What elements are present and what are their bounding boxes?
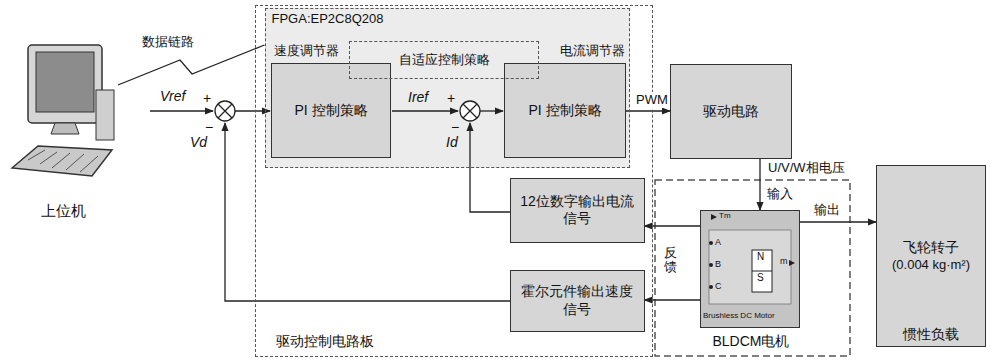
pin-name: Tm (719, 211, 731, 221)
node-text: FPGA:EP2C8Q208 (272, 11, 384, 27)
node-text: 驱动控制电路板 (276, 333, 374, 351)
node-text: BLDCM电机 (691, 333, 811, 351)
drawing-part (752, 271, 772, 272)
node-text: 驱动电路 (703, 103, 759, 121)
drawing-part (12, 146, 112, 176)
current-pi-box: 电流调节器PI 控制策略 (504, 63, 626, 158)
computer-icon (12, 45, 114, 176)
node-text: 飞轮转子 (903, 239, 959, 257)
sign-mark: + (203, 90, 211, 107)
drawing-part (463, 104, 477, 118)
drawing-part (709, 263, 713, 267)
drawing-part (460, 101, 480, 121)
drawing-part (789, 260, 795, 266)
drawing-part (150, 110, 213, 111)
node-text: 电流调节器 (560, 43, 625, 59)
drawing-part (709, 230, 791, 304)
phase-voltage-arrow (759, 159, 760, 210)
node-text: PI 控制策略 (528, 102, 601, 120)
edge-label: 输出 (812, 202, 842, 218)
node-text: 惯性负载 (877, 326, 985, 344)
pole-mark: S (757, 272, 764, 284)
node-text: 12位数字输出电流信号 (517, 193, 638, 228)
speed-pi-box: 速度调节器PI 控制策略 (271, 63, 391, 158)
drawing-part (480, 110, 503, 111)
node-text: 速度调节器 (274, 43, 339, 59)
edge-label: PWM (634, 92, 670, 108)
drawing-part (28, 45, 102, 123)
data-link (118, 45, 265, 85)
drawing-part (96, 90, 114, 140)
signal-name: Vref (160, 88, 185, 105)
drawing-part (709, 241, 713, 245)
node-text: (0.004 kg·m²) (892, 257, 970, 273)
fpga-fill (265, 8, 630, 168)
sign-mark: − (451, 119, 459, 136)
pin-name: m (780, 256, 788, 267)
sign-mark: − (205, 119, 213, 136)
signal-name: Vd (190, 134, 207, 151)
drawing-part (709, 285, 713, 289)
drawing-part (700, 210, 800, 328)
pole-mark: N (757, 251, 764, 263)
drawing-part (218, 104, 232, 118)
computer-node: 上位机 (8, 40, 118, 225)
motor-group-outline (655, 180, 850, 356)
signal-name: Iref (408, 89, 428, 106)
port-label: 反馈 (664, 246, 677, 275)
adaptive-strategy-box: 自适应控制策略 (349, 41, 539, 79)
drawing-part (711, 214, 717, 220)
speed-signal-box: 霍尔元件输出速度信号 (510, 270, 645, 332)
sign-mark: + (447, 90, 455, 107)
edge-group (118, 45, 876, 300)
bldc-motor-symbol (700, 210, 800, 328)
pwm-arrow (626, 110, 670, 111)
drawing-part (36, 52, 94, 112)
drawing-part (51, 123, 79, 134)
current-signal-box: 12位数字输出电流信号 (510, 178, 645, 243)
edge-label: U/V/W相电压 (766, 160, 847, 176)
circuit-board-region: 自适应控制策略速度调节器PI 控制策略电流调节器PI 控制策略FPGA:EP2C… (255, 5, 653, 357)
drawing-part (28, 150, 98, 172)
edge-label: 数据链路 (140, 34, 196, 50)
node-text: 自适应控制策略 (399, 52, 490, 68)
pin-name: C (715, 281, 722, 292)
block-name: Brushless DC Motor (703, 311, 775, 321)
driver-circuit-box: 驱动电路 (670, 64, 792, 159)
node-text: PI 控制策略 (294, 102, 367, 120)
signal-name: Id (446, 134, 458, 151)
port-label: 输入 (767, 186, 793, 202)
pin-name: B (715, 259, 721, 270)
pin-name: A (715, 237, 721, 248)
output-arrow (800, 221, 876, 222)
node-text: 霍尔元件输出速度信号 (517, 283, 638, 318)
drawing-part (215, 101, 235, 121)
node-text: 上位机 (8, 202, 118, 221)
drawing-part (392, 110, 458, 111)
drawing-part (752, 250, 772, 292)
flywheel-box: 飞轮转子(0.004 kg·m²) 惯性负载 (876, 165, 986, 347)
